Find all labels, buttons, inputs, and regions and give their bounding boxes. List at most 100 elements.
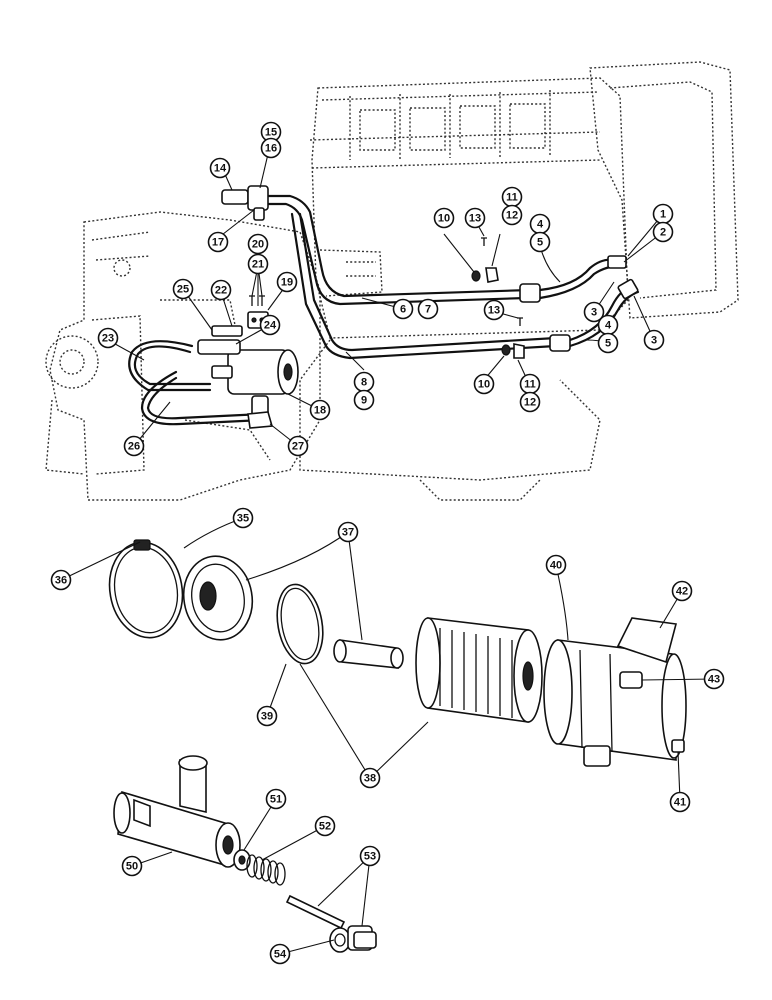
callout-circle bbox=[207, 231, 229, 253]
callout-53: 53 bbox=[359, 845, 381, 867]
callout-12: 12 bbox=[501, 204, 523, 226]
callout-number: 8 bbox=[361, 377, 367, 389]
callout-number: 26 bbox=[128, 441, 140, 453]
callout-35: 35 bbox=[232, 507, 254, 529]
callout-number: 19 bbox=[281, 277, 293, 289]
callout-number: 3 bbox=[591, 307, 597, 319]
callout-circle bbox=[50, 569, 72, 591]
callout-circle bbox=[97, 327, 119, 349]
callout-number: 51 bbox=[270, 794, 282, 806]
callout-23: 23 bbox=[97, 327, 119, 349]
callout-27: 27 bbox=[287, 435, 309, 457]
callout-number: 20 bbox=[252, 239, 264, 251]
callout-7: 7 bbox=[417, 298, 439, 320]
pipe-lines bbox=[221, 185, 640, 360]
callout-51: 51 bbox=[265, 788, 287, 810]
callout-number: 52 bbox=[319, 821, 331, 833]
callout-number: 17 bbox=[212, 237, 224, 249]
callout-number: 5 bbox=[537, 237, 543, 249]
callout-42: 42 bbox=[671, 580, 693, 602]
relief-valve-assembly bbox=[113, 755, 377, 953]
callout-circle bbox=[260, 137, 282, 159]
callout-number: 4 bbox=[537, 219, 544, 231]
callout-10: 10 bbox=[473, 373, 495, 395]
callout-number: 13 bbox=[488, 305, 500, 317]
callout-circle bbox=[309, 399, 331, 421]
callout-circle bbox=[483, 299, 505, 321]
callout-24: 24 bbox=[259, 314, 281, 336]
callout-5: 5 bbox=[529, 231, 551, 253]
callout-40: 40 bbox=[545, 554, 567, 576]
callout-circle bbox=[669, 791, 691, 813]
callout-number: 13 bbox=[469, 213, 481, 225]
callout-number: 11 bbox=[506, 192, 518, 204]
callout-circle bbox=[247, 233, 269, 255]
air-cleaner-parts bbox=[108, 539, 687, 767]
callout-circle bbox=[652, 221, 674, 243]
callout-37: 37 bbox=[337, 521, 359, 543]
callout-38: 38 bbox=[359, 767, 381, 789]
callout-number: 40 bbox=[550, 560, 562, 572]
callout-circle bbox=[314, 815, 336, 837]
callout-circle bbox=[337, 521, 359, 543]
engine-outline bbox=[45, 61, 739, 501]
callout-3: 3 bbox=[583, 301, 605, 323]
callout-13: 13 bbox=[464, 207, 486, 229]
callout-number: 11 bbox=[524, 379, 536, 391]
callout-17: 17 bbox=[207, 231, 229, 253]
callout-number: 43 bbox=[708, 674, 720, 686]
callout-circle bbox=[464, 207, 486, 229]
callout-number: 10 bbox=[478, 379, 490, 391]
callout-8: 8 bbox=[353, 371, 375, 393]
callout-circle bbox=[359, 845, 381, 867]
callout-circle bbox=[232, 507, 254, 529]
callout-number: 42 bbox=[676, 586, 688, 598]
callout-number: 54 bbox=[274, 949, 287, 961]
callout-number: 6 bbox=[400, 304, 406, 316]
callout-5: 5 bbox=[597, 332, 619, 354]
callout-9: 9 bbox=[353, 389, 375, 411]
callout-19: 19 bbox=[276, 271, 298, 293]
callout-circle bbox=[210, 279, 232, 301]
callout-circle bbox=[529, 231, 551, 253]
callout-20: 20 bbox=[247, 233, 269, 255]
callout-circle bbox=[433, 207, 455, 229]
callout-50: 50 bbox=[121, 855, 143, 877]
callout-circle bbox=[123, 435, 145, 457]
callout-13: 13 bbox=[483, 299, 505, 321]
callout-number: 10 bbox=[438, 213, 450, 225]
callout-circle bbox=[392, 298, 414, 320]
callout-number: 16 bbox=[265, 143, 277, 155]
callout-3: 3 bbox=[643, 329, 665, 351]
callout-14: 14 bbox=[209, 157, 231, 179]
callout-10: 10 bbox=[433, 207, 455, 229]
callout-number: 39 bbox=[261, 711, 273, 723]
callout-number: 18 bbox=[314, 405, 326, 417]
callout-circle bbox=[276, 271, 298, 293]
callout-number: 1 bbox=[660, 209, 666, 221]
callout-54: 54 bbox=[269, 943, 291, 965]
callout-number: 53 bbox=[364, 851, 376, 863]
callout-number: 25 bbox=[177, 284, 189, 296]
callout-number: 22 bbox=[215, 285, 227, 297]
callout-number: 35 bbox=[237, 513, 249, 525]
callout-number: 41 bbox=[674, 797, 686, 809]
callout-11: 11 bbox=[519, 373, 541, 395]
callout-circle bbox=[287, 435, 309, 457]
callout-21: 21 bbox=[247, 253, 269, 275]
callout-2: 2 bbox=[652, 221, 674, 243]
callout-number: 38 bbox=[364, 773, 376, 785]
callout-number: 3 bbox=[651, 335, 657, 347]
callout-18: 18 bbox=[309, 399, 331, 421]
callout-12: 12 bbox=[519, 391, 541, 413]
callout-1: 1 bbox=[652, 203, 674, 225]
callout-circle bbox=[359, 767, 381, 789]
callout-number: 23 bbox=[102, 333, 114, 345]
callout-number: 12 bbox=[524, 397, 536, 409]
oil-filter-assembly bbox=[128, 295, 299, 429]
callout-16: 16 bbox=[260, 137, 282, 159]
callout-circle bbox=[247, 253, 269, 275]
callout-4: 4 bbox=[529, 213, 551, 235]
callout-circle bbox=[256, 705, 278, 727]
